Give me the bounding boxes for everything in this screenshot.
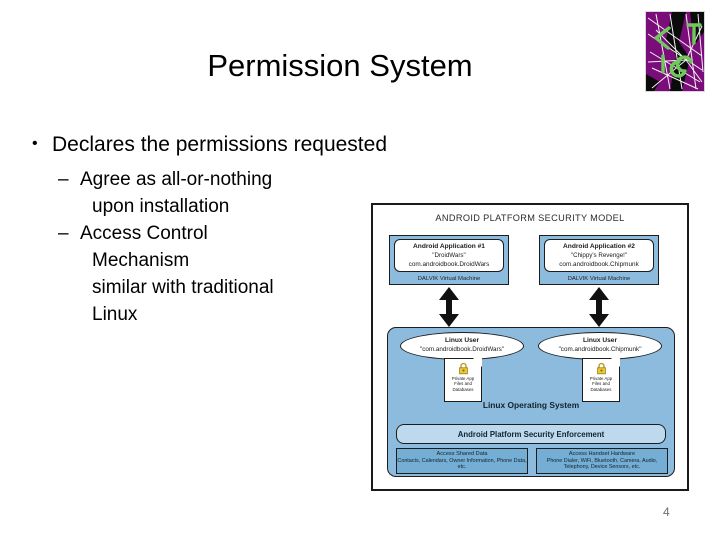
access-box-title: Access Handset Hardware [568, 451, 636, 457]
page-fold-corner-icon [611, 358, 620, 367]
android-application-box: Android Application #1 "DroidWars" com.a… [389, 235, 509, 285]
access-box-detail: Contacts, Calendars, Owner Information, … [397, 457, 527, 471]
dash-mark-icon: – [58, 169, 69, 190]
access-box-detail: Phone Dialer, WiFi, Bluetooth, Camera, A… [546, 457, 658, 471]
bullet-level1-text: Declares the permissions requested [52, 133, 387, 156]
linux-user-title: Linux User [444, 337, 480, 344]
slide-number: 4 [663, 505, 670, 519]
bullet-level2: – Agree as all-or-nothing [30, 166, 390, 193]
dash-mark-icon: – [58, 223, 69, 244]
security-enforcement-bar: Android Platform Security Enforcement [396, 424, 666, 444]
lock-icon [595, 362, 608, 375]
android-application-inner: Android Application #1 "DroidWars" com.a… [394, 239, 504, 272]
linux-user-oval: Linux User "com.androidbook.DroidWars" [400, 332, 524, 360]
dalvik-vm-label: DALVIK Virtual Machine [567, 276, 631, 282]
page-fold-corner-icon [473, 358, 482, 367]
slide-body: • Declares the permissions requested – A… [30, 131, 390, 328]
app-alias: "DroidWars" [432, 252, 466, 259]
linux-operating-system-box: Linux User "com.androidbook.DroidWars" L… [387, 327, 675, 477]
app-name: Android Application #1 [413, 243, 485, 250]
access-handset-hardware-box: Access Handset Hardware Phone Dialer, Wi… [536, 448, 668, 474]
android-security-model-diagram: ANDROID PLATFORM SECURITY MODEL Android … [371, 203, 689, 491]
access-box-title: Access Shared Data [436, 451, 488, 457]
bullet-level2-continuation: Mechanism [92, 250, 190, 271]
linux-user-package: "com.androidbook.Chipmunk" [558, 346, 642, 353]
private-files-document: Private App Files and Databases [582, 358, 620, 402]
bullet-level2-continuation: similar with traditional [92, 277, 274, 298]
access-shared-data-box: Access Shared Data Contacts, Calendars, … [396, 448, 528, 474]
bullet-level2-text: Access Control [80, 223, 208, 244]
double-arrow-icon [588, 287, 610, 327]
bullet-level2-continuation: Linux [92, 304, 138, 325]
app-alias: "Chippy's Revenge!" [570, 252, 628, 259]
linux-user-package: "com.androidbook.DroidWars" [419, 346, 505, 353]
private-files-label: Private App Files and Databases [589, 376, 613, 392]
list-logo-graphic [646, 12, 704, 91]
private-files-document: Private App Files and Databases [444, 358, 482, 402]
private-files-label: Private App Files and Databases [451, 376, 475, 392]
lock-icon [457, 362, 470, 375]
bullet-level1: • Declares the permissions requested [30, 131, 390, 158]
diagram-title: ANDROID PLATFORM SECURITY MODEL [435, 213, 625, 223]
bullet-level2: – Access Control [30, 220, 390, 247]
bullet-level2-text: Agree as all-or-nothing [80, 169, 273, 190]
linux-os-label: Linux Operating System [482, 400, 580, 410]
bullet-level2-continuation: upon installation [92, 196, 230, 217]
linux-user-oval: Linux User "com.androidbook.Chipmunk" [538, 332, 662, 360]
page-title: Permission System [207, 48, 473, 83]
linux-user-title: Linux User [582, 337, 618, 344]
app-package: com.androidbook.DroidWars [408, 261, 490, 268]
app-name: Android Application #2 [563, 243, 635, 250]
dalvik-vm-label: DALVIK Virtual Machine [417, 276, 481, 282]
android-application-box: Android Application #2 "Chippy's Revenge… [539, 235, 659, 285]
double-arrow-icon [438, 287, 460, 327]
list-logo [645, 11, 705, 92]
app-package: com.androidbook.Chipmunk [559, 261, 639, 268]
android-application-inner: Android Application #2 "Chippy's Revenge… [544, 239, 654, 272]
bullet-mark-icon: • [32, 135, 38, 152]
